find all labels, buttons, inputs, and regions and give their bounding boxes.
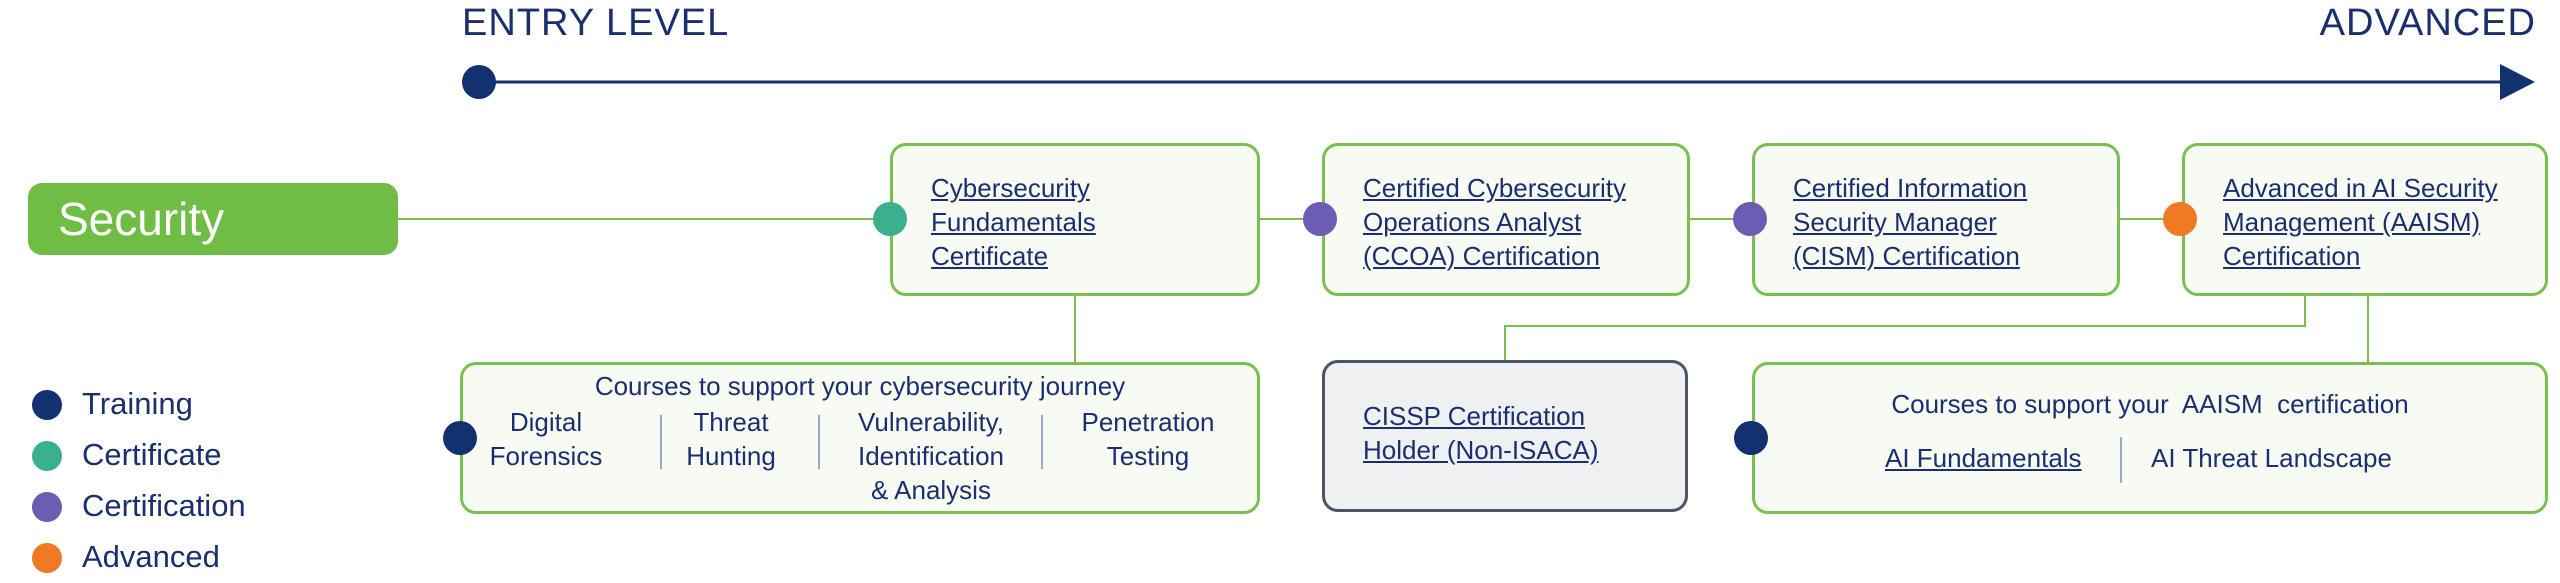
cert-line[interactable]: Advanced in AI Security <box>2223 173 2498 203</box>
legend-dot <box>32 390 62 420</box>
cert-box-aaism[interactable]: Advanced in AI Security Management (AAIS… <box>2182 143 2548 296</box>
cert-line[interactable]: Certificate <box>931 241 1049 271</box>
course-ai-fundamentals-link[interactable]: AI Fundamentals <box>1885 443 2082 473</box>
cert-line[interactable]: Security Manager <box>1793 207 1997 237</box>
legend-label: Certificate <box>82 437 222 472</box>
cert-line[interactable]: Cybersecurity <box>931 173 1090 203</box>
legend-label: Advanced <box>82 539 220 574</box>
legend-dot <box>32 543 62 573</box>
courses-cyber-box: Courses to support your cybersecurity jo… <box>460 362 1260 514</box>
advanced-dot <box>2163 202 2197 236</box>
cert-line[interactable]: Certified Information <box>1793 173 2028 203</box>
entry-level-dot <box>462 65 496 99</box>
separator <box>818 415 820 469</box>
legend-label: Certification <box>82 488 246 523</box>
cissp-line[interactable]: CISSP Certification <box>1363 401 1586 431</box>
advanced-label: ADVANCED <box>2319 2 2536 44</box>
cert-box-cism[interactable]: Certified Information Security Manager (… <box>1752 143 2120 296</box>
training-dot <box>1734 421 1768 455</box>
training-dot <box>443 421 477 455</box>
certification-dot <box>1303 202 1337 236</box>
cert-line[interactable]: Certified Cybersecurity <box>1363 173 1626 203</box>
cert-line[interactable]: Fundamentals <box>931 207 1096 237</box>
course-ai-threat-landscape: AI Threat Landscape <box>2151 443 2392 473</box>
cert-line[interactable]: (CCOA) Certification <box>1363 241 1600 271</box>
courses-cyber-title: Courses to support your cybersecurity jo… <box>594 371 1126 401</box>
cissp-line[interactable]: Holder (Non-ISACA) <box>1363 435 1599 465</box>
legend-dot <box>32 441 62 471</box>
courses-aaism-box: Courses to support your AAISM certificat… <box>1752 362 2548 514</box>
cert-line[interactable]: Certification <box>2223 241 2361 271</box>
cert-line[interactable]: Management (AAISM) <box>2223 207 2481 237</box>
cert-box-ccoa[interactable]: Certified Cybersecurity Operations Analy… <box>1322 143 1690 296</box>
legend-dot <box>32 492 62 522</box>
legend-label: Training <box>82 386 193 421</box>
entry-level-label: ENTRY LEVEL <box>462 2 730 44</box>
certification-dot <box>1733 202 1767 236</box>
separator <box>2120 437 2122 483</box>
course-vulnerability: Vulnerability,Identification& Analysis <box>858 407 1004 505</box>
separator <box>1041 415 1043 469</box>
progression-arrow-head <box>2500 64 2535 100</box>
courses-aaism-title: Courses to support your AAISM certificat… <box>1891 389 2409 419</box>
separator <box>660 415 662 469</box>
cissp-box[interactable]: CISSP Certification Holder (Non-ISACA) <box>1322 360 1688 512</box>
cert-line[interactable]: Operations Analyst <box>1363 207 1582 237</box>
cert-line[interactable]: (CISM) Certification <box>1793 241 2020 271</box>
certificate-dot <box>873 202 907 236</box>
cert-box-fundamentals[interactable]: Cybersecurity Fundamentals Certificate <box>890 143 1260 296</box>
security-domain-label: Security <box>28 183 398 255</box>
